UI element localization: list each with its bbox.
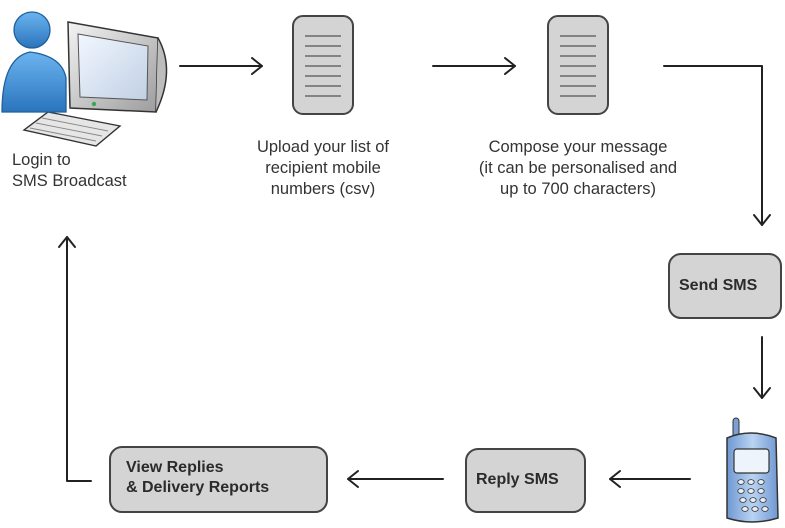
arrow-upload-to-compose [432, 57, 516, 75]
upload-label: Upload your list of recipient mobile num… [248, 137, 398, 200]
upload-label-line-3: numbers (csv) [270, 180, 376, 198]
reply-sms-label: Reply SMS [476, 471, 559, 488]
upload-label-line-2: recipient mobile [265, 159, 381, 177]
send-sms-box [668, 253, 782, 319]
arrow-phone-to-reply [609, 470, 691, 488]
compose-label-line-2: (it can be personalised and [478, 159, 678, 177]
view-replies-line-1: View Replies [126, 459, 224, 476]
login-label-line-1: Login to [12, 151, 71, 169]
arrow-send-to-phone [753, 336, 771, 399]
mobile-phone-icon [726, 417, 779, 523]
arrow-login-to-upload [179, 57, 263, 75]
view-replies-label: View Replies & Delivery Reports [126, 458, 269, 498]
upload-label-line-1: Upload your list of [256, 138, 390, 156]
login-label-line-2: SMS Broadcast [12, 172, 127, 190]
reply-sms-box [465, 448, 586, 513]
arrow-view-to-login [58, 236, 92, 482]
compose-label-line-3: up to 700 characters) [500, 180, 656, 198]
arrow-compose-to-send [663, 65, 771, 226]
view-replies-box [109, 446, 328, 513]
compose-document-icon [547, 15, 609, 115]
arrow-reply-to-view [347, 470, 444, 488]
user-computer-icon [1, 11, 168, 147]
send-sms-label: Send SMS [679, 277, 758, 294]
compose-label: Compose your message (it can be personal… [466, 137, 690, 200]
login-label: Login to SMS Broadcast [12, 150, 127, 192]
compose-label-line-1: Compose your message [488, 138, 668, 156]
upload-document-icon [292, 15, 354, 115]
view-replies-line-2: & Delivery Reports [126, 479, 270, 496]
